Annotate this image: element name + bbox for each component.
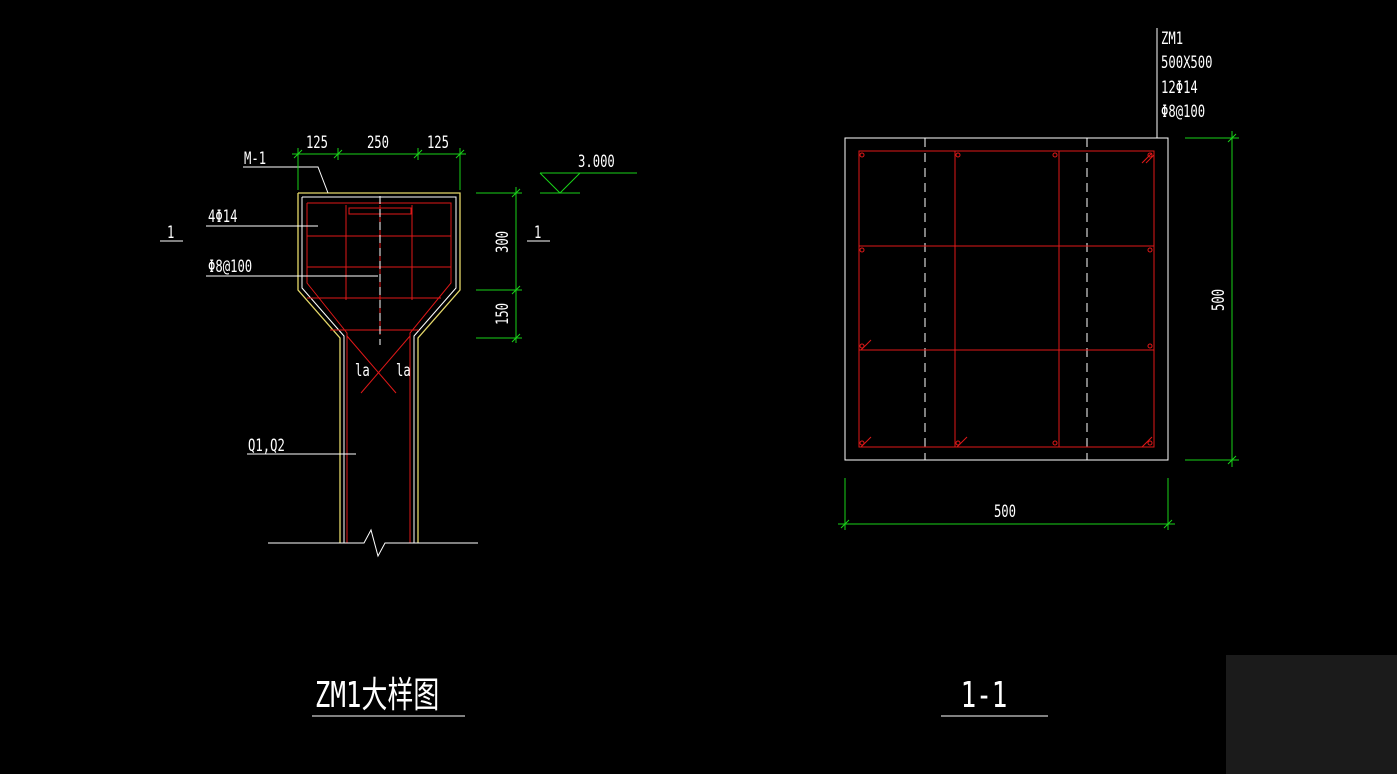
rebar-cage [306,202,452,543]
dim-right-300: 300 [493,231,513,253]
section-bar-dots [859,152,1153,446]
section-title: 1-1 [961,675,1008,716]
corner-panel [1226,655,1397,774]
section-dim-height: 500 [1209,289,1229,311]
dim-top-250: 250 [367,133,389,153]
stirrups: Φ8@100 [1161,102,1205,122]
top-bars-label: 4Φ14 [208,207,238,227]
detail-title: ZM1大样图 [315,675,440,716]
anchorage-label-right: la [396,361,411,381]
column-outline [297,192,461,543]
dim-top-125-right: 125 [427,133,449,153]
member-label: M-1 [244,149,266,169]
section-1-1-drawing: ZM1 500X500 12Φ14 Φ8@100 500 500 1-1 [838,28,1239,717]
section-rebar [858,150,1155,448]
column-size: 500X500 [1161,53,1213,73]
elevation-marker [539,172,637,194]
dim-top-125-left: 125 [306,133,328,153]
zm1-detail-drawing: 125 250 125 M-1 4Φ14 Φ8@100 1 1 la la Q1… [160,133,637,717]
column-id: ZM1 [1161,29,1183,49]
dim-top [292,148,466,190]
section-cut-label-left: 1 [167,223,174,243]
section-dim-bottom [838,478,1175,530]
stirrup-label: Φ8@100 [208,257,252,277]
dim-right [476,187,522,343]
elevation-label: 3.000 [578,152,615,172]
main-bars: 12Φ14 [1161,78,1198,98]
section-cut-label-right: 1 [534,223,541,243]
section-outline [844,137,1169,461]
leaders [160,166,550,455]
break-line [268,528,478,558]
anchorage-label-left: la [355,361,370,381]
section-dim-width: 500 [994,502,1016,522]
dim-right-150: 150 [493,303,513,325]
section-dashed-lines [924,138,1088,460]
section-dim-right [1185,131,1239,467]
wall-label: Q1,Q2 [248,436,285,456]
